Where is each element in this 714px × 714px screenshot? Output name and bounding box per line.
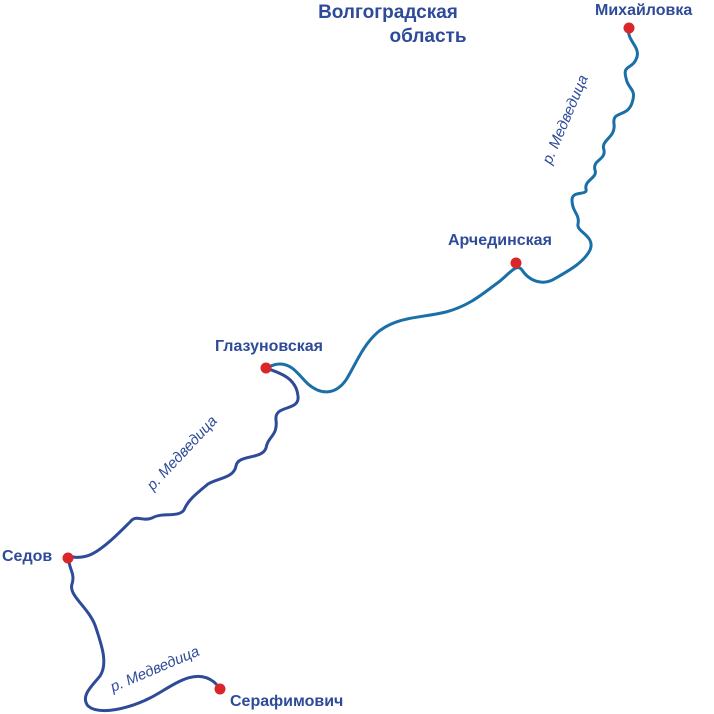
city-label-archedinskaya: Арчединская <box>448 232 552 249</box>
region-label-line1: Волгоградская <box>318 2 458 23</box>
city-label-glazunovskaya: Глазуновская <box>215 338 323 355</box>
city-label-serafimovich: Серафимович <box>230 693 343 710</box>
city-marker-serafimovich <box>214 683 226 695</box>
city-marker-mikhailovka <box>623 22 635 34</box>
river-medveditsa-upper <box>264 26 639 394</box>
river-label-upper: р. Медведица <box>539 72 592 167</box>
city-marker-archedinskaya <box>510 257 522 269</box>
region-label-line2: область <box>389 26 466 47</box>
city-label-mikhailovka: Михайловка <box>595 2 692 19</box>
city-label-sedov: Седов <box>2 548 52 565</box>
city-marker-sedov <box>62 552 74 564</box>
river-medveditsa-lower <box>67 366 300 713</box>
river-label-lower: р. Медведица <box>107 643 202 696</box>
city-marker-glazunovskaya <box>260 362 272 374</box>
